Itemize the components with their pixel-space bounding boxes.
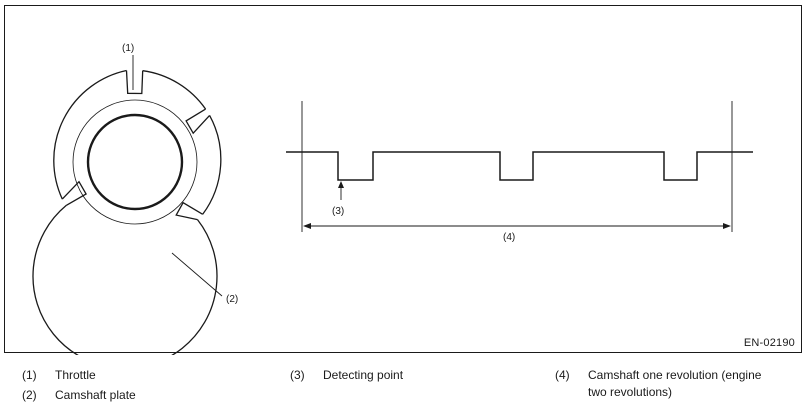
plate-hub (86, 113, 184, 211)
detecting-point-arrowhead (338, 181, 344, 188)
legend-item-detecting-point: (3) Detecting point (290, 367, 530, 383)
camshaft-plate (32, 69, 222, 355)
figure-frame (4, 5, 802, 353)
legend-item-camshaft-revolution: (4) Camshaft one revolution (engine two … (555, 367, 805, 401)
callout-1: (1) (122, 43, 134, 54)
callout-2: (2) (226, 294, 238, 305)
legend-text: Throttle (55, 368, 96, 382)
plate-inner-ring (72, 99, 198, 225)
legend-text-line2: two revolutions) (588, 385, 673, 399)
legend-number: (2) (22, 388, 37, 402)
legend-text: Camshaft plate (55, 388, 136, 402)
dimension-arrowhead-left (303, 223, 311, 229)
legend-item-throttle: (1) Throttle (22, 367, 262, 383)
legend-number: (1) (22, 368, 37, 382)
legend-text: Detecting point (323, 368, 404, 382)
legend-number: (4) (555, 368, 570, 382)
legend-item-camshaft-plate: (2) Camshaft plate (22, 387, 262, 403)
dimension-arrowhead-right (723, 223, 731, 229)
sensor-diagram: (1) (2) (3) (4) (4, 5, 802, 355)
legend-text-line1: Camshaft one revolution (engine (588, 368, 762, 382)
callout-3: (3) (332, 206, 344, 217)
legend-number: (3) (290, 368, 305, 382)
callout-4: (4) (503, 232, 515, 243)
leader-line-2 (171, 252, 223, 297)
pulse-waveform (286, 151, 753, 181)
figure-code: EN-02190 (743, 337, 795, 349)
